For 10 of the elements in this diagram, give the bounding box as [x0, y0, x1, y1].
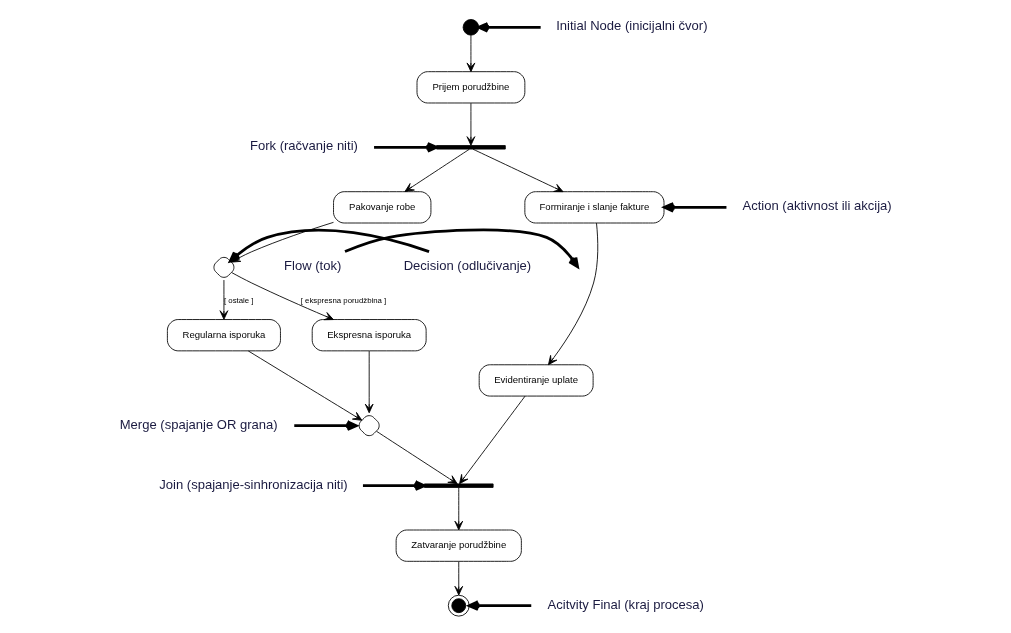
node-text: Action (aktivnost ili akcija): [742, 198, 892, 214]
node-text: Join (spajanje-sinhronizacija niti): [159, 476, 348, 492]
node-text: Fork (račvanje niti): [249, 138, 358, 154]
node-text: Acitvity Final (kraj procesa): [547, 596, 704, 612]
node-text: Decision (odlučivanje): [403, 258, 532, 274]
node-text: Initial Node (inicijalni čvor): [556, 18, 708, 34]
node-text: Merge (spajanje OR grana): [119, 416, 278, 432]
edge-label: [ ostale ]: [223, 296, 254, 306]
node-text: Flow (tok): [284, 258, 342, 274]
edge-label: [ ekspresna porudžbina ]: [300, 296, 387, 306]
